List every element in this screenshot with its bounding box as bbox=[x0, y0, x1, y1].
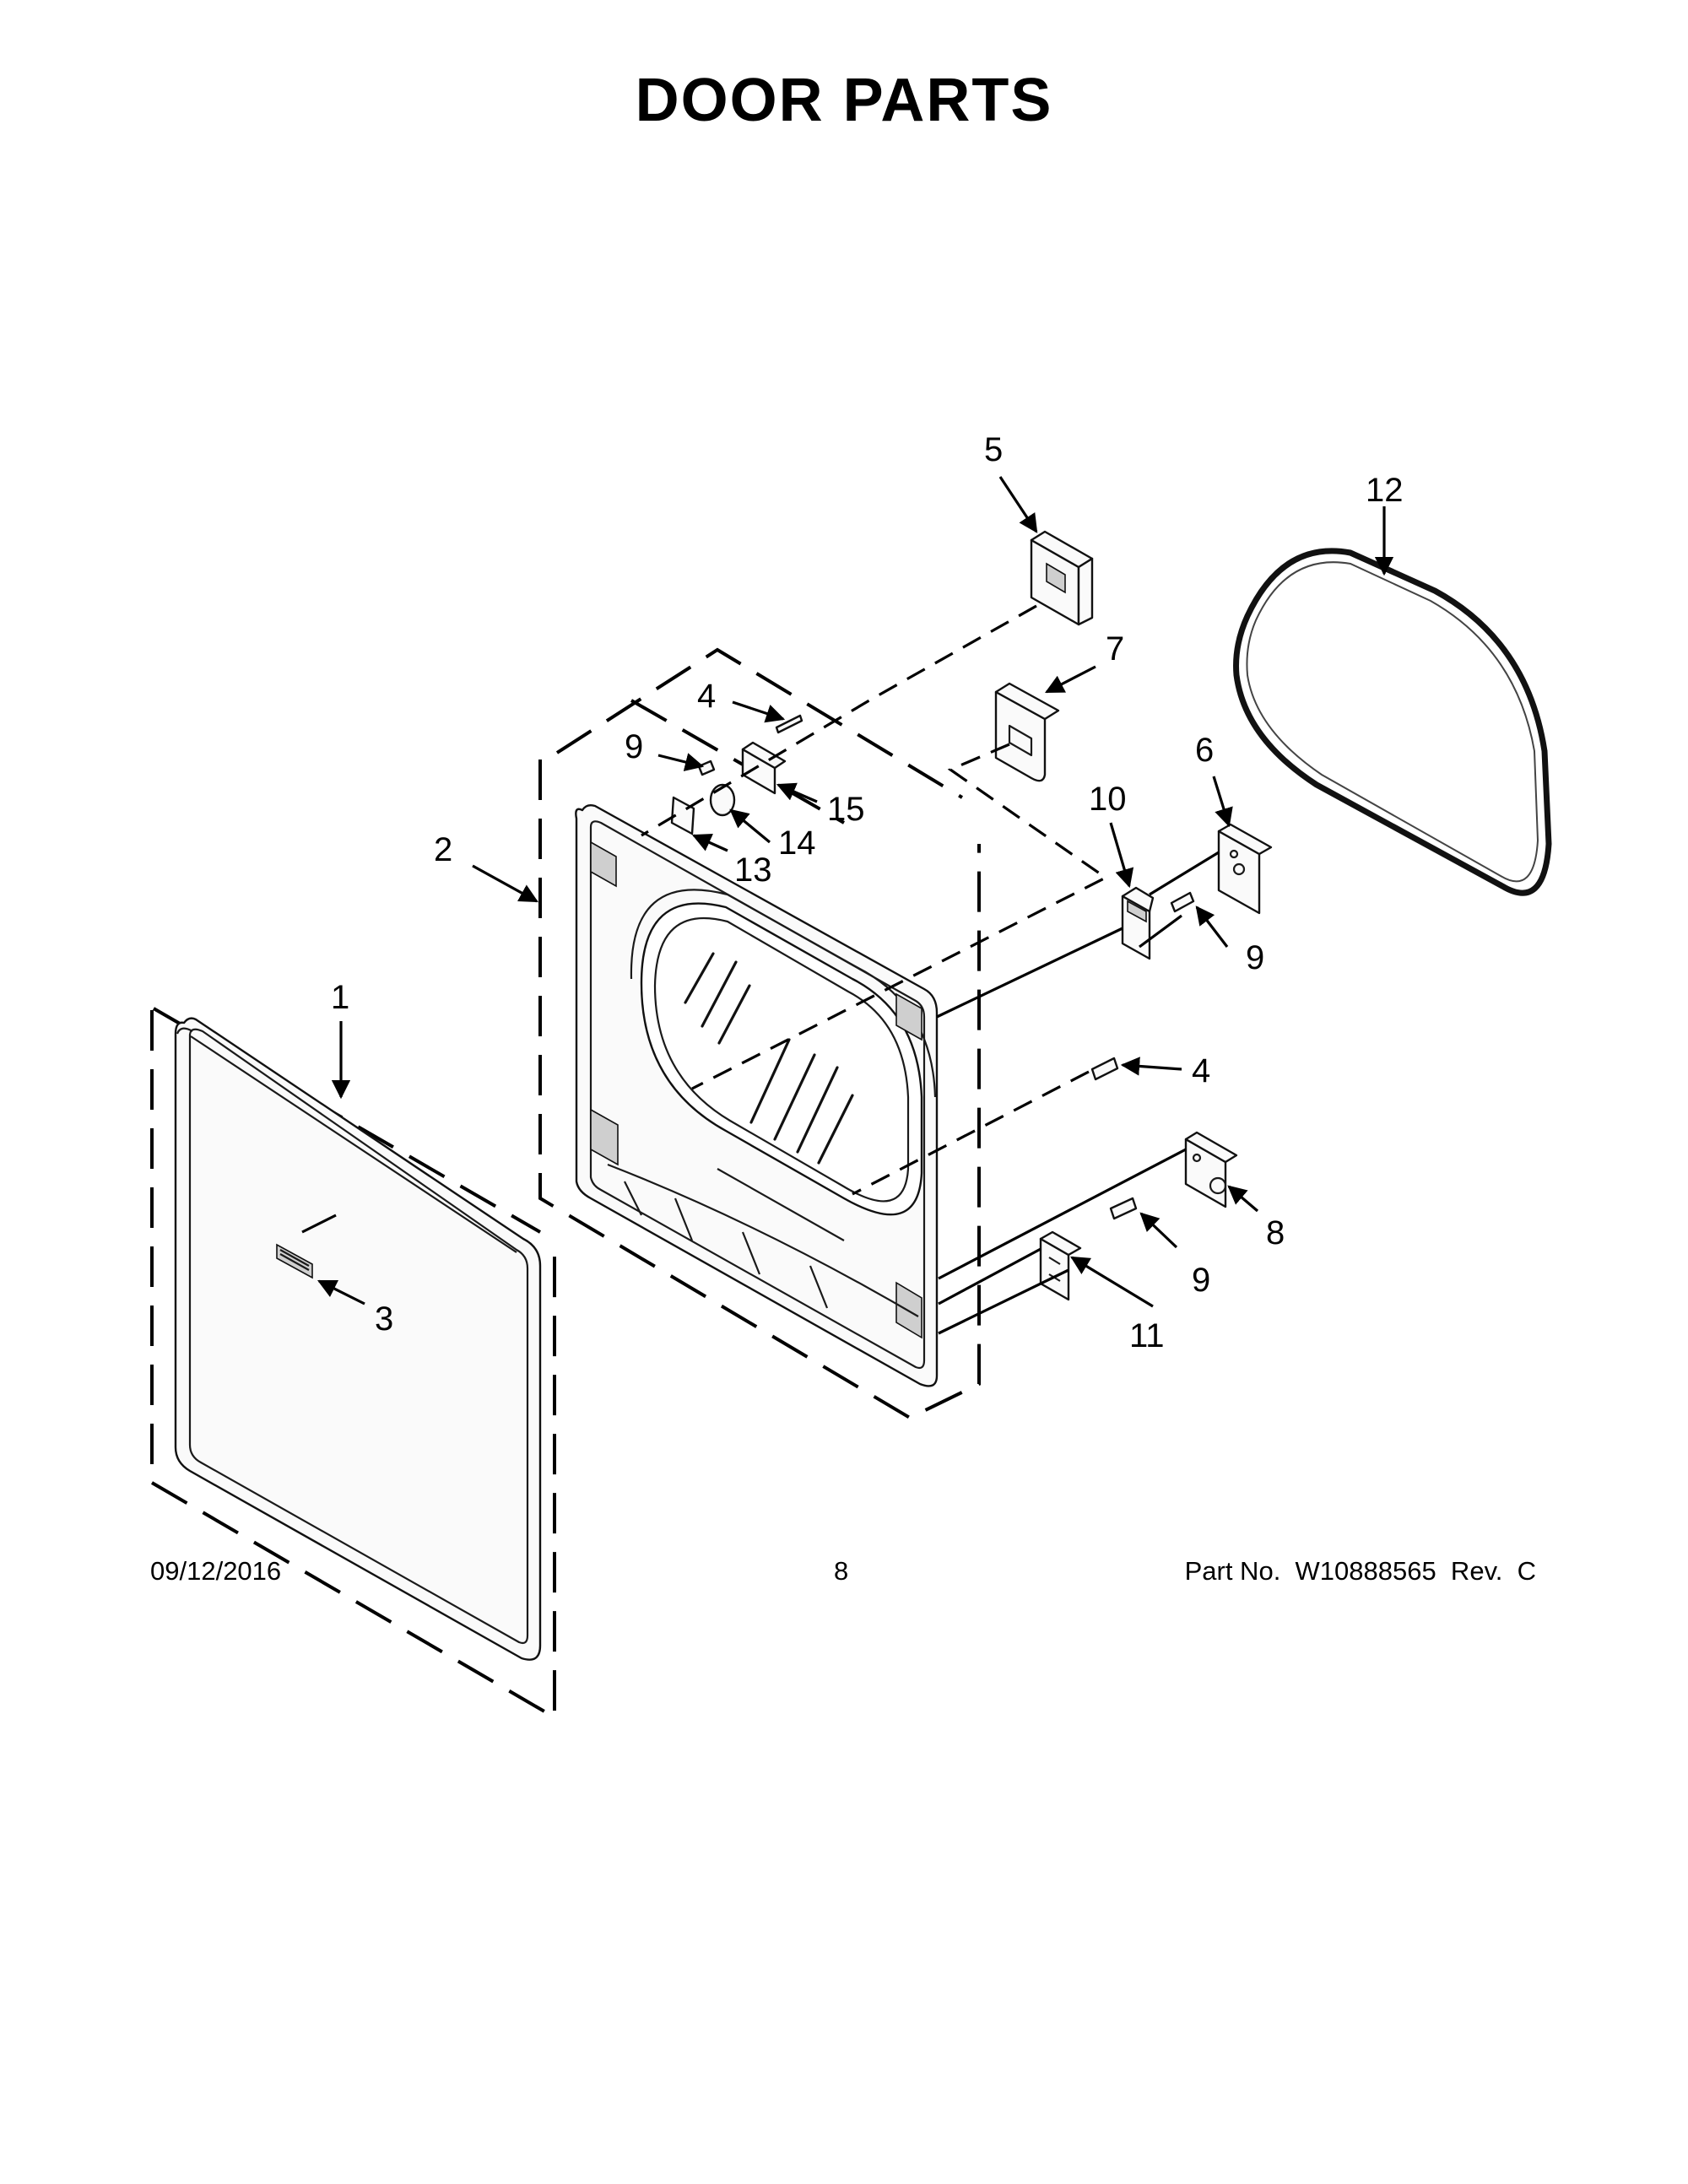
callout-9b: 9 bbox=[1246, 939, 1264, 976]
door-gasket bbox=[1233, 548, 1552, 896]
lower-strike-bracket bbox=[1184, 1131, 1238, 1208]
screw-parts bbox=[697, 714, 1195, 1220]
page-title: DOOR PARTS bbox=[635, 67, 1053, 134]
callout-13: 13 bbox=[734, 851, 772, 889]
assembly-lines bbox=[301, 604, 1220, 1335]
door-latch bbox=[1121, 886, 1155, 960]
top-hinge-bracket bbox=[1030, 530, 1094, 626]
callout-5: 5 bbox=[984, 431, 1003, 468]
callout-9c: 9 bbox=[1192, 1262, 1210, 1299]
inner-door-frame bbox=[538, 647, 981, 1420]
footer-date: 09/12/2016 bbox=[150, 1556, 282, 1586]
hinge-cover bbox=[994, 682, 1060, 782]
callout-8: 8 bbox=[1266, 1214, 1285, 1251]
callout-4b: 4 bbox=[1192, 1052, 1210, 1089]
footer-part-number: Part No. W10888565 Rev. C bbox=[1184, 1556, 1536, 1586]
hinge-assembly bbox=[670, 741, 787, 835]
lower-hinge bbox=[1039, 1230, 1082, 1301]
callout-4a: 4 bbox=[697, 678, 716, 715]
callout-7: 7 bbox=[1106, 630, 1124, 668]
callout-arrows bbox=[316, 476, 1394, 1308]
callout-12: 12 bbox=[1366, 472, 1404, 509]
strike-bracket bbox=[1217, 823, 1273, 915]
callout-6: 6 bbox=[1195, 732, 1214, 769]
callout-1: 1 bbox=[331, 979, 349, 1016]
outer-door-panel bbox=[150, 1007, 556, 1721]
badge-logo bbox=[276, 1243, 313, 1279]
callout-9a: 9 bbox=[625, 728, 643, 765]
callout-3: 3 bbox=[375, 1300, 393, 1338]
callout-labels: 1 2 3 4 4 5 6 7 8 9 9 9 10 11 12 13 14 1… bbox=[331, 431, 1404, 1354]
footer-page-number: 8 bbox=[834, 1556, 849, 1586]
callout-11: 11 bbox=[1129, 1317, 1165, 1354]
callout-2: 2 bbox=[434, 831, 452, 868]
callout-15: 15 bbox=[827, 791, 865, 828]
callout-10: 10 bbox=[1089, 781, 1127, 818]
callout-14: 14 bbox=[778, 824, 816, 862]
